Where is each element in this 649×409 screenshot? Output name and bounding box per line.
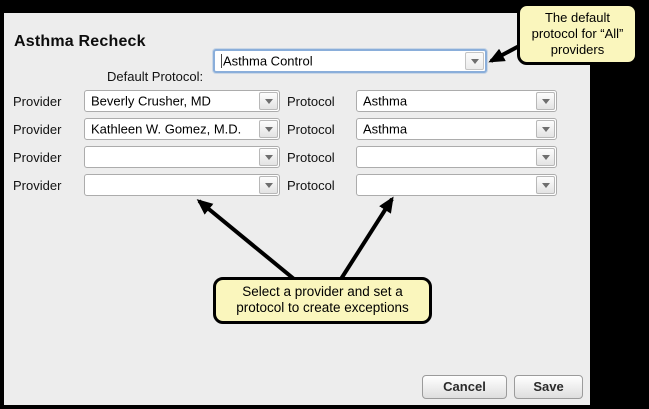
provider-dropdown-button-3[interactable] [259, 148, 278, 166]
provider-dropdown-button-4[interactable] [259, 176, 278, 194]
protocol-label-4: Protocol [287, 178, 335, 193]
protocol-dropdown-button-3[interactable] [536, 148, 555, 166]
protocol-label-2: Protocol [287, 122, 335, 137]
protocol-dropdown-button-4[interactable] [536, 176, 555, 194]
caret-down-icon [541, 126, 550, 132]
cancel-button[interactable]: Cancel [422, 375, 507, 399]
caret-down-icon [470, 58, 479, 64]
protocol-dropdown-button-1[interactable] [536, 92, 555, 110]
provider-combobox-1[interactable]: Beverly Crusher, MD [84, 90, 280, 112]
provider-label-2: Provider [13, 122, 62, 137]
protocol-value-2: Asthma [363, 121, 408, 137]
provider-label-4: Provider [13, 178, 62, 193]
caret-down-icon [264, 126, 273, 132]
protocol-combobox-4[interactable] [356, 174, 557, 196]
protocol-dropdown-button-2[interactable] [536, 120, 555, 138]
default-protocol-value: Asthma Control [223, 53, 313, 69]
text-caret [221, 54, 222, 68]
protocol-combobox-1[interactable]: Asthma [356, 90, 557, 112]
provider-dropdown-button-1[interactable] [259, 92, 278, 110]
protocol-combobox-2[interactable]: Asthma [356, 118, 557, 140]
dialog-title: Asthma Recheck [14, 33, 146, 50]
save-button[interactable]: Save [514, 375, 583, 399]
provider-value-2: Kathleen W. Gomez, M.D. [91, 121, 242, 137]
caret-down-icon [264, 154, 273, 160]
protocol-combobox-3[interactable] [356, 146, 557, 168]
default-protocol-dropdown-button[interactable] [465, 52, 484, 70]
provider-combobox-4[interactable] [84, 174, 280, 196]
caret-down-icon [541, 98, 550, 104]
asthma-recheck-dialog: Asthma Recheck Default Protocol: [4, 13, 590, 405]
exceptions-callout: Select a provider and set a protocol to … [213, 277, 432, 324]
provider-combobox-3[interactable] [84, 146, 280, 168]
provider-combobox-2[interactable]: Kathleen W. Gomez, M.D. [84, 118, 280, 140]
protocol-label-1: Protocol [287, 94, 335, 109]
caret-down-icon [541, 154, 550, 160]
caret-down-icon [541, 182, 550, 188]
protocol-label-3: Protocol [287, 150, 335, 165]
provider-label-1: Provider [13, 94, 62, 109]
provider-dropdown-button-2[interactable] [259, 120, 278, 138]
caret-down-icon [264, 182, 273, 188]
provider-value-1: Beverly Crusher, MD [91, 93, 211, 109]
caret-down-icon [264, 98, 273, 104]
provider-label-3: Provider [13, 150, 62, 165]
default-protocol-label: Default Protocol: [107, 69, 204, 84]
default-protocol-callout: The default protocol for “All” providers [517, 3, 638, 65]
protocol-value-1: Asthma [363, 93, 408, 109]
default-protocol-combobox[interactable]: Asthma Control [213, 49, 487, 73]
